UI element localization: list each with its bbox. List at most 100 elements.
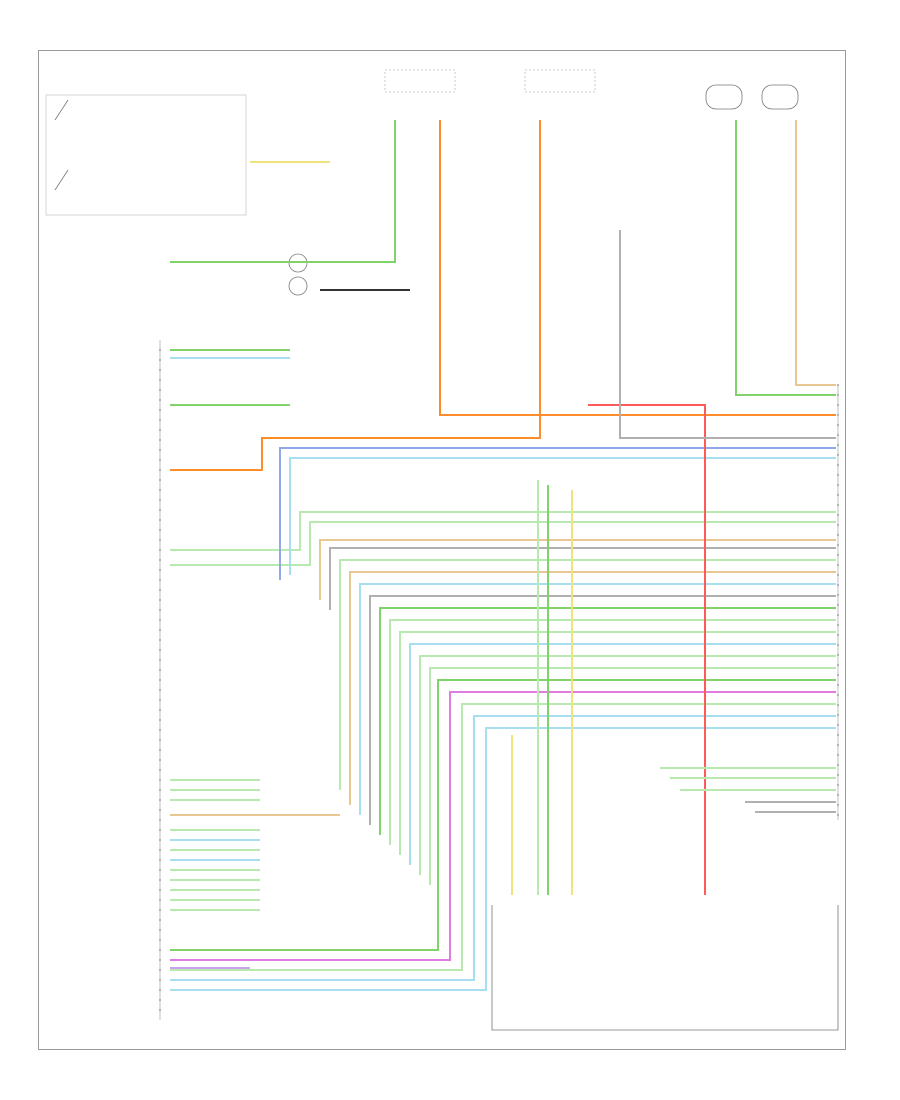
connector-pin <box>837 604 839 606</box>
connector-pin <box>159 409 161 411</box>
connector-pin <box>159 449 161 451</box>
connector-pin <box>837 754 839 756</box>
connector-pin <box>837 384 839 386</box>
connector-pin <box>159 909 161 911</box>
connector-pin <box>159 1009 161 1011</box>
connector-pin <box>159 619 161 621</box>
connector-pin <box>159 579 161 581</box>
wire-orange-0 <box>439 120 541 416</box>
connector-pin <box>159 539 161 541</box>
connector-pin <box>159 779 161 781</box>
connector-pin <box>837 514 839 516</box>
connector-pin <box>837 694 839 696</box>
connector-pin <box>837 524 839 526</box>
connector-pin <box>159 899 161 901</box>
connector-pin <box>159 759 161 761</box>
connector-pin <box>837 584 839 586</box>
connector-pin <box>159 369 161 371</box>
connector-pin <box>159 979 161 981</box>
connector-pin <box>159 399 161 401</box>
connector-pin <box>159 789 161 791</box>
connector-pin <box>159 419 161 421</box>
wire-gray-12 <box>329 547 836 610</box>
wires <box>170 120 836 991</box>
connector-pin <box>837 454 839 456</box>
wire-light_green-21 <box>419 655 836 875</box>
connector-pin <box>159 849 161 851</box>
connector-pin <box>837 554 839 556</box>
connector-pin <box>159 939 161 941</box>
connector-pin <box>159 519 161 521</box>
connector-pin <box>159 709 161 711</box>
connector-pin <box>159 569 161 571</box>
connector-pin <box>837 534 839 536</box>
connector-pin <box>159 739 161 741</box>
connector-pin <box>159 919 161 921</box>
wire-green-3 <box>170 120 396 263</box>
wire-light_blue-15 <box>359 583 836 815</box>
connector-pin <box>159 869 161 871</box>
connector-pin <box>159 479 161 481</box>
connector-pin <box>837 794 839 796</box>
wire-light_green-19 <box>399 631 836 855</box>
clockspring <box>288 253 308 296</box>
connector-pin <box>837 574 839 576</box>
wire-light_green-6 <box>170 511 836 551</box>
wire-light_blue-26 <box>170 715 836 981</box>
connector-pin <box>159 599 161 601</box>
wire-light_green-13 <box>339 559 836 790</box>
connector-pin <box>159 889 161 891</box>
connector-pin <box>837 714 839 716</box>
connector-pin <box>159 559 161 561</box>
connector-pin <box>159 429 161 431</box>
connector-pin <box>837 624 839 626</box>
connector-pin <box>837 544 839 546</box>
connector-pin <box>159 349 161 351</box>
connector-pin <box>837 704 839 706</box>
wire-red-32 <box>588 404 706 895</box>
connector-pin <box>837 724 839 726</box>
wire-light_blue-20 <box>409 643 836 865</box>
connector-pin <box>159 999 161 1001</box>
connector-pin <box>837 504 839 506</box>
wire-green-17 <box>379 607 836 835</box>
connector-pin <box>159 499 161 501</box>
fuse-block-1 <box>384 69 596 93</box>
connector-pin <box>837 804 839 806</box>
connector-pin <box>159 459 161 461</box>
bottom-bracket <box>491 905 839 1031</box>
wire-gray-16 <box>369 595 836 825</box>
connector-pin <box>837 634 839 636</box>
connector-pin <box>159 859 161 861</box>
top-left-switches <box>45 94 247 216</box>
connector-pin <box>837 564 839 566</box>
connector-pin <box>159 689 161 691</box>
connector-pin <box>159 969 161 971</box>
wire-light_green-7 <box>170 521 836 566</box>
connector-pin <box>837 814 839 816</box>
connector-pin <box>159 699 161 701</box>
connector-pin <box>159 359 161 361</box>
right-sensors <box>705 84 799 110</box>
connector-pin <box>159 989 161 991</box>
wire-magenta-24 <box>170 691 836 961</box>
connector-pin <box>837 614 839 616</box>
wire-light_green-18 <box>389 619 836 845</box>
connector-pins <box>159 349 839 1011</box>
connector-pin <box>159 769 161 771</box>
connector-pin <box>159 729 161 731</box>
connector-pin <box>837 774 839 776</box>
connector-pin <box>159 929 161 931</box>
connector-pin <box>837 664 839 666</box>
connector-pin <box>159 719 161 721</box>
connector-pin <box>837 594 839 596</box>
wire-light_green-22 <box>429 667 836 885</box>
connector-pin <box>837 654 839 656</box>
connector-pin <box>837 394 839 396</box>
connector-pin <box>837 404 839 406</box>
wire-green-34 <box>735 120 836 396</box>
connector-pin <box>159 679 161 681</box>
connector-pin <box>159 509 161 511</box>
connector-pin <box>159 529 161 531</box>
